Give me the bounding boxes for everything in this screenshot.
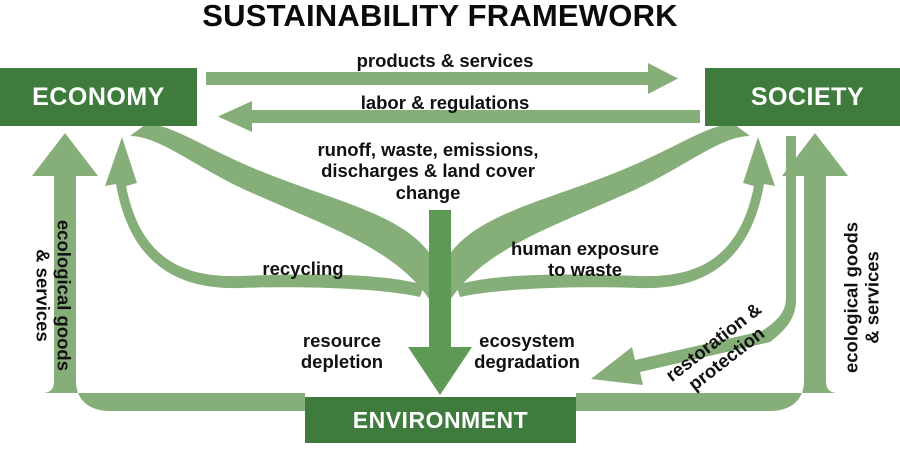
label-runoff-waste-emissions: runoff, waste, emissions, discharges & l…: [317, 139, 539, 203]
arrow-ecological-goods-left: [32, 133, 305, 411]
arrow-labor-regulations: [218, 101, 700, 132]
node-environment-label: ENVIRONMENT: [352, 406, 529, 433]
node-society-label: SOCIETY: [750, 82, 865, 111]
label-recycling: recycling: [262, 258, 344, 279]
label-ecological-goods-left: ecological goods & services: [32, 219, 75, 371]
label-ecological-goods-right: ecological goods & services: [840, 221, 883, 374]
arrow-runoff-left: [130, 124, 433, 305]
label-products-services: products & services: [356, 50, 534, 71]
label-labor-regulations: labor & regulations: [360, 92, 530, 113]
node-society[interactable]: SOCIETY: [705, 68, 900, 126]
node-economy-label: ECONOMY: [32, 82, 165, 111]
page-title: SUSTAINABILITY FRAMEWORK: [202, 0, 678, 33]
label-resource-depletion: resource depletion: [300, 330, 384, 373]
arrow-products-services: [206, 63, 678, 94]
arrow-recycling: [105, 137, 424, 297]
label-ecosystem-degradation: ecosystem degradation: [474, 330, 580, 373]
arrow-human-exposure: [456, 137, 775, 297]
arrow-runoff-right: [447, 124, 750, 305]
node-environment[interactable]: ENVIRONMENT: [305, 397, 576, 443]
arrow-ecological-goods-right: [576, 133, 848, 411]
arrow-environment-down: [408, 210, 472, 395]
node-economy[interactable]: ECONOMY: [0, 68, 197, 126]
label-human-exposure-to-waste: human exposure to waste: [510, 238, 660, 281]
